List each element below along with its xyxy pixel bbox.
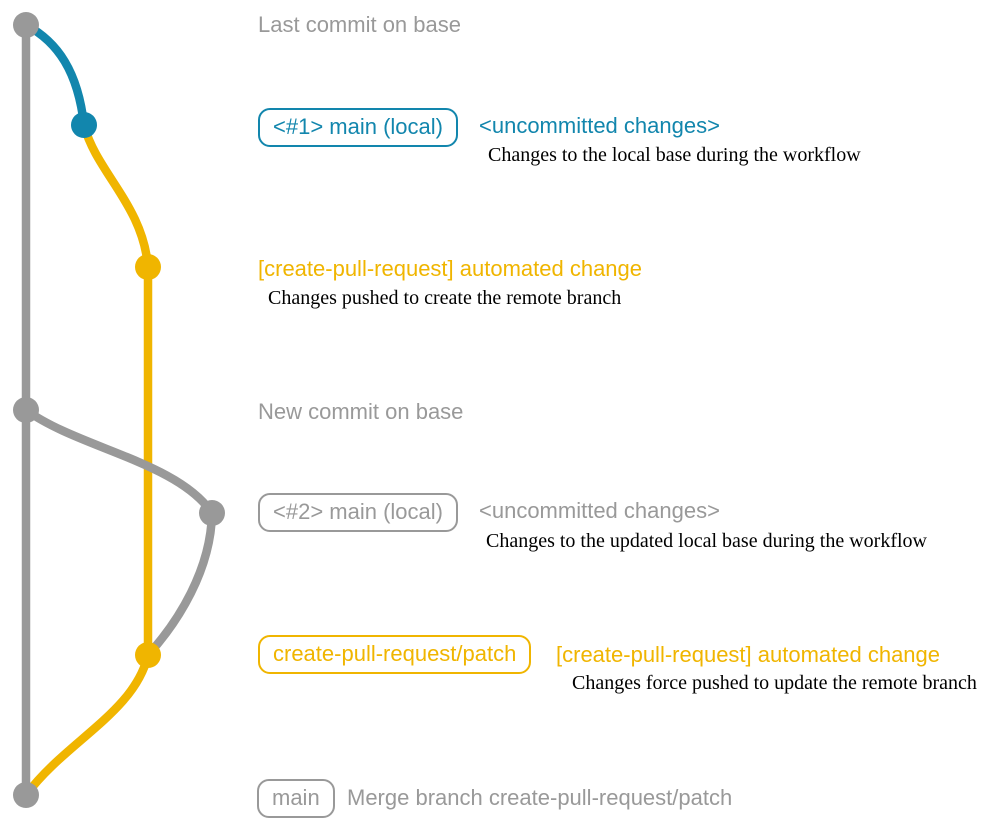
local-main-rebase-curve: [143, 508, 217, 660]
commit-dot-merge: [13, 782, 39, 808]
label-last-commit-on-base: Last commit on base: [258, 12, 461, 37]
desc-updated-local-base-changes: Changes to the updated local base during…: [486, 530, 927, 552]
commit-dot-last-base: [13, 12, 39, 38]
branch-badge-create-pull-request-patch: create-pull-request/patch: [258, 635, 532, 675]
branch-badge-main: main: [257, 779, 335, 819]
branch-badge-main-local-2: <#2> main (local): [258, 493, 458, 533]
note-uncommitted-changes-1: <uncommitted changes>: [479, 113, 720, 138]
commit-dot-automated-change-2: [135, 642, 161, 668]
label-new-commit-on-base: New commit on base: [258, 399, 464, 424]
commit-dot-local-main-1: [71, 112, 97, 138]
commit-dot-new-base: [13, 397, 39, 423]
local-main-branch-line-2: [21, 405, 217, 518]
local-main-branch-line-1: [21, 20, 89, 130]
desc-local-base-changes: Changes to the local base during the wor…: [488, 144, 861, 166]
label-merge-branch: Merge branch create-pull-request/patch: [347, 785, 733, 810]
commit-dot-local-main-2: [199, 500, 225, 526]
git-graph: [13, 12, 225, 808]
note-uncommitted-changes-2: <uncommitted changes>: [479, 498, 720, 523]
branch-badge-main-local-1: <#1> main (local): [258, 108, 458, 148]
commit-dot-automated-change-1: [135, 254, 161, 280]
desc-pushed-to-create: Changes pushed to create the remote bran…: [268, 287, 622, 309]
desc-force-pushed-to-update: Changes force pushed to update the remot…: [572, 672, 977, 694]
label-automated-change-1: [create-pull-request] automated change: [258, 256, 643, 281]
label-automated-change-2: [create-pull-request] automated change: [556, 642, 941, 667]
patch-merge-curve: [21, 650, 153, 800]
patch-branch-curve-top: [79, 120, 153, 272]
